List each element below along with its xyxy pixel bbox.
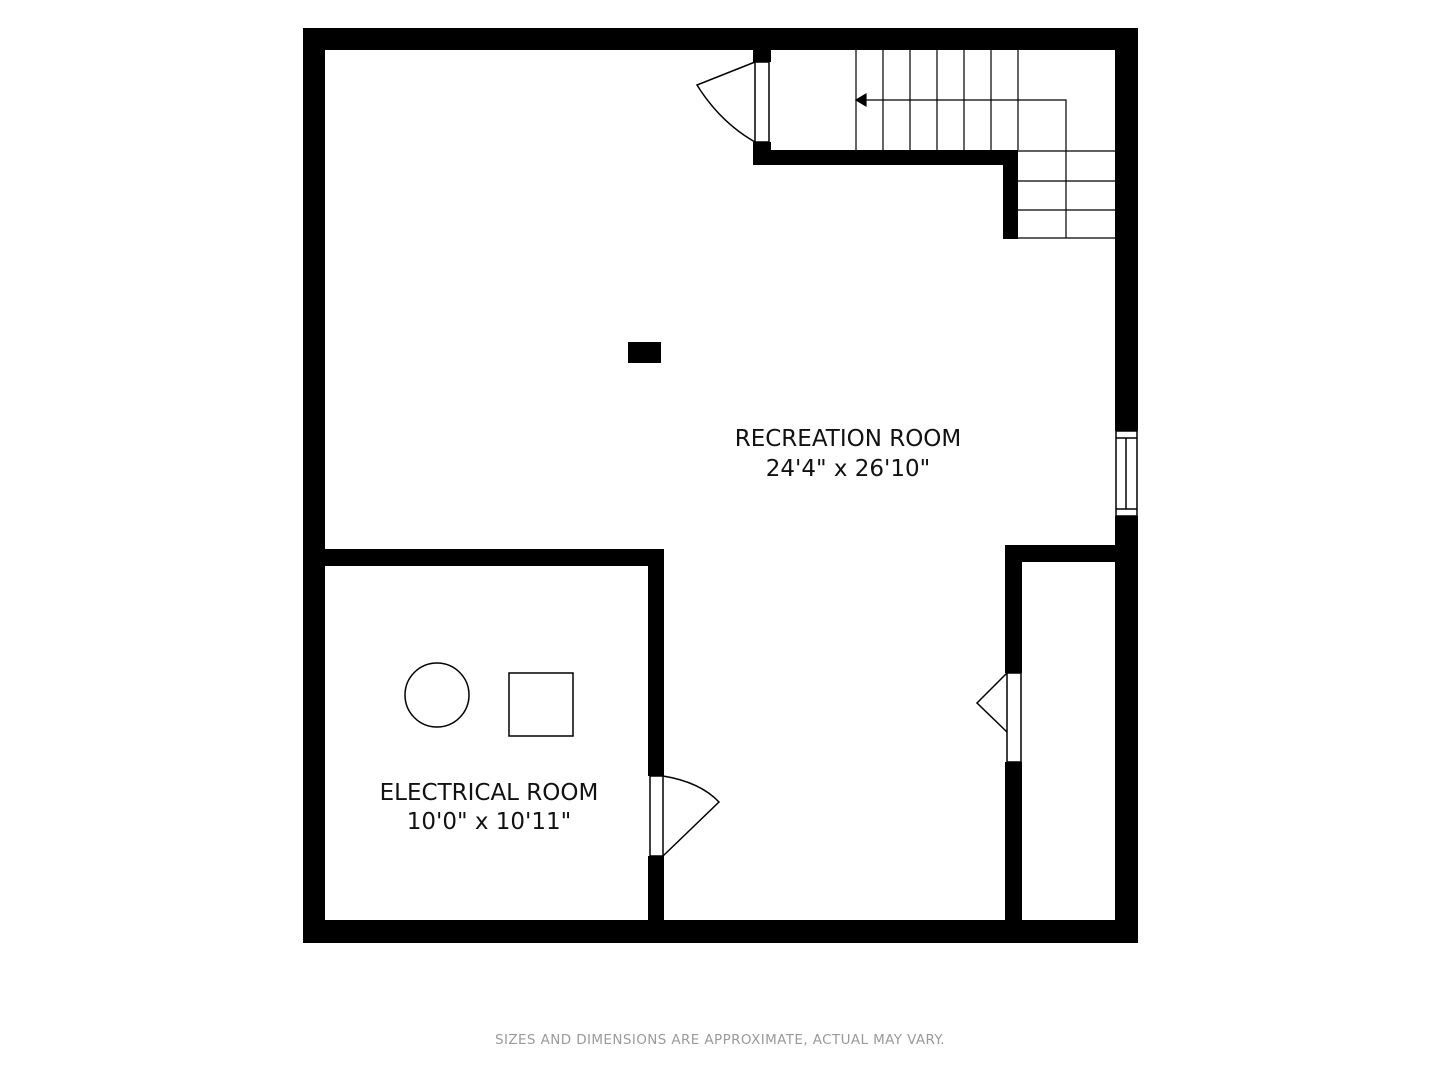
wall-left [303,28,325,943]
wall-top [303,28,1138,50]
electrical-room-size: 10'0" x 10'11" [407,809,571,835]
electrical-room-walls [303,549,664,943]
stairs [854,50,1115,239]
stair-direction-arrow [862,99,1067,238]
closet-door [975,672,1022,763]
electrical-room-name: ELECTRICAL ROOM [380,780,599,806]
closet-walls [1005,545,1123,943]
outer-walls [303,28,1138,943]
water-heater [404,662,470,728]
window-right [1115,430,1138,517]
wall-bottom [303,920,1138,943]
electrical-room-door [649,775,721,857]
disclaimer-text: SIZES AND DIMENSIONS ARE APPROXIMATE, AC… [494,1032,945,1048]
stair-door [695,61,770,143]
support-post [628,342,661,363]
wall-right-lower [1115,516,1138,943]
stair-walls [753,28,1018,239]
wall-right-upper [1115,28,1138,431]
recreation-room-name: RECREATION ROOM [735,426,962,452]
recreation-room-size: 24'4" x 26'10" [766,456,930,482]
furnace [508,672,574,737]
